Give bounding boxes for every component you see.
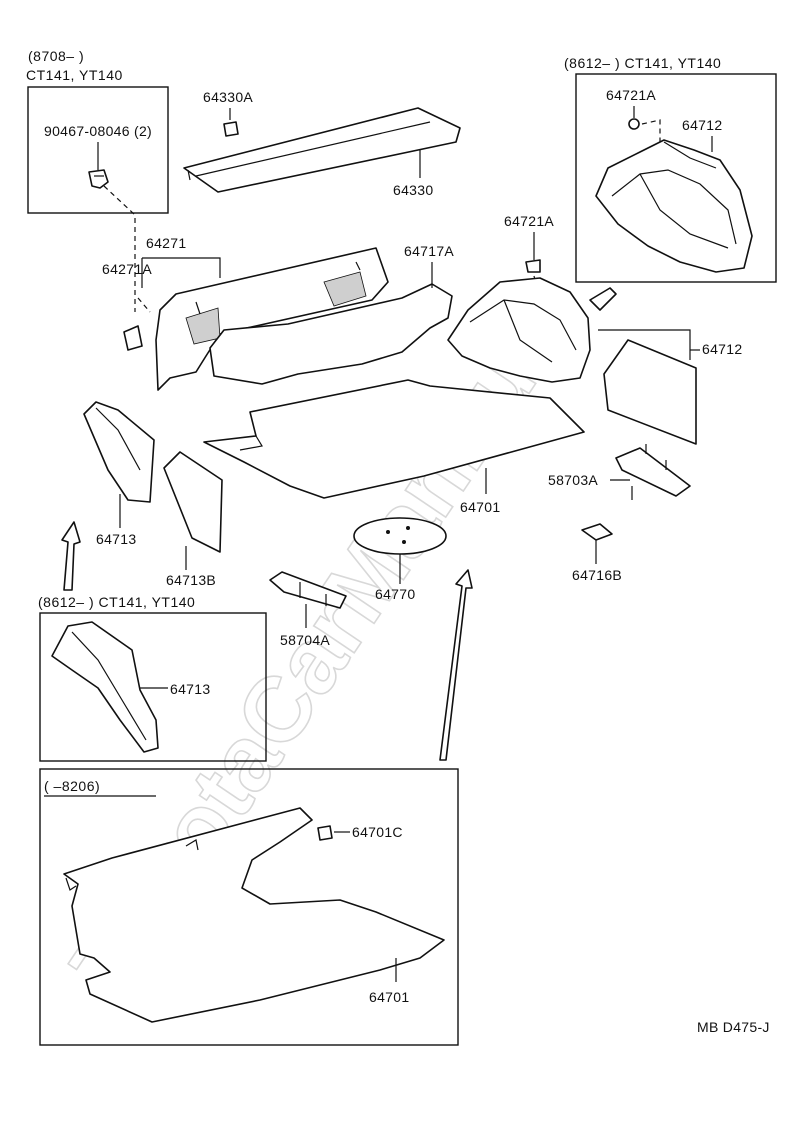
- inset-top-left-frame: [27, 86, 169, 214]
- clip-part: [88, 169, 109, 189]
- part-64330-tray: [183, 107, 461, 193]
- clip-64721A-box: [628, 118, 640, 130]
- label-64717A: 64717A: [404, 243, 454, 259]
- inset-mid-left-header: (8612– ) CT141, YT140: [38, 594, 195, 610]
- part-64713-box: [51, 621, 159, 753]
- inset-bottom-header: ( –8206): [44, 778, 100, 794]
- label-64713B: 64713B: [166, 572, 216, 588]
- inset-top-left-models: CT141, YT140: [26, 67, 123, 83]
- part-64712-wheelhouse: [447, 277, 591, 383]
- label-64712-box: 64712: [682, 117, 722, 133]
- inset-bottom-frame: [39, 768, 459, 1046]
- main-assembly: 64330A 64330 64271 64271A 64717A 64721A: [61, 89, 742, 761]
- diagram-code: MB D475-J: [697, 1019, 770, 1035]
- part-64713: [83, 401, 155, 503]
- inset-top-right-header: (8612– ) CT141, YT140: [564, 55, 721, 71]
- label-64721A-box: 64721A: [606, 87, 656, 103]
- inset-mid-left-frame: [39, 612, 267, 762]
- clip-64701C: [317, 825, 333, 841]
- part-58703A: [615, 447, 691, 497]
- arrow-indicator-right: [589, 287, 617, 311]
- part-64701-mat-early: [63, 807, 445, 1023]
- inset-top-right: (8612– ) CT141, YT140 64721A 64712: [564, 55, 777, 283]
- inset-mid-left: (8612– ) CT141, YT140 64713: [38, 594, 267, 762]
- label-90467-08046: 90467-08046 (2): [44, 123, 152, 139]
- label-64330A: 64330A: [203, 89, 253, 105]
- label-64701-main: 64701: [460, 499, 500, 515]
- label-64271: 64271: [146, 235, 186, 251]
- clip-64721A-main: [525, 259, 541, 273]
- part-64701-mat: [203, 379, 585, 499]
- label-64721A-main: 64721A: [504, 213, 554, 229]
- inset-top-left: (8708– ) CT141, YT140 90467-08046 (2): [26, 48, 169, 216]
- label-64712-main: 64712: [702, 341, 742, 357]
- part-64712-box: [595, 139, 753, 273]
- arrow-up-left: [61, 521, 81, 591]
- part-64717A-panel: [209, 283, 453, 385]
- label-58704A: 58704A: [280, 632, 330, 648]
- label-64701-box: 64701: [369, 989, 409, 1005]
- part-64770-disc: [353, 517, 447, 555]
- arrow-up-center: [439, 569, 473, 761]
- label-64701C: 64701C: [352, 824, 403, 840]
- inset-bottom: ( –8206) 64701C 64701: [39, 768, 459, 1046]
- inset-top-right-frame: [575, 73, 777, 283]
- clip-64330A: [223, 121, 239, 137]
- inset-top-left-date: (8708– ): [28, 48, 84, 64]
- part-64713B: [163, 451, 223, 553]
- label-58703A: 58703A: [548, 472, 598, 488]
- label-64770: 64770: [375, 586, 415, 602]
- part-58704A: [269, 571, 347, 609]
- part-64716B: [581, 523, 613, 541]
- clip-64271A: [123, 325, 143, 351]
- label-64330: 64330: [393, 182, 433, 198]
- label-64713: 64713: [96, 531, 136, 547]
- label-64713-box: 64713: [170, 681, 210, 697]
- label-64716B: 64716B: [572, 567, 622, 583]
- label-64271A: 64271A: [102, 261, 152, 277]
- part-64712-panel: [603, 339, 697, 445]
